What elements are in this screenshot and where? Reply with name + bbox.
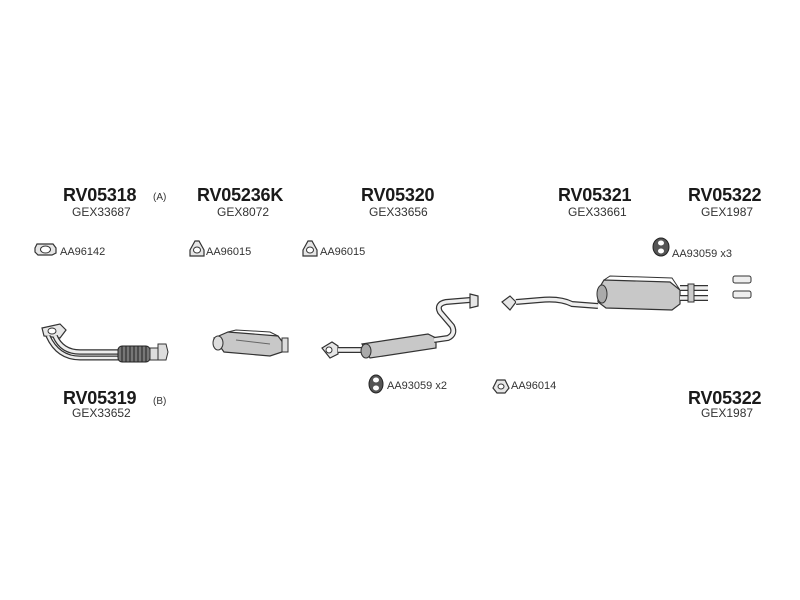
rear-silencer <box>502 276 708 310</box>
reference-gex1987-top: GEX1987 <box>701 205 754 219</box>
reference-gex33661: GEX33661 <box>568 205 627 219</box>
fitting-code-aa96142: AA96142 <box>60 246 106 258</box>
tailpipe-tips <box>733 276 751 298</box>
variant-tag-a: (A) <box>153 192 167 203</box>
fitting-code-aa93059-x3: AA93059 x3 <box>672 248 732 260</box>
gasket-icon <box>35 244 56 255</box>
gasket-icon <box>190 241 204 256</box>
part-number-rv05322-bottom: RV05322 <box>688 388 762 408</box>
part-number-rv05236k: RV05236K <box>197 185 284 205</box>
center-silencer <box>322 294 478 358</box>
reference-gex33687: GEX33687 <box>72 205 131 219</box>
gasket-icon <box>303 241 317 256</box>
part-number-rv05319: RV05319 <box>63 388 137 408</box>
fitting-code-aa93059-x2: AA93059 x2 <box>387 380 447 392</box>
catalytic-converter <box>213 330 288 356</box>
rubber-mount-icon <box>369 375 383 393</box>
fitting-code-aa96015-2: AA96015 <box>320 246 366 258</box>
part-number-rv05320: RV05320 <box>361 185 435 205</box>
part-number-rv05321: RV05321 <box>558 185 632 205</box>
reference-gex1987-bottom: GEX1987 <box>701 406 754 420</box>
fitting-code-aa96015-1: AA96015 <box>206 246 252 258</box>
part-number-rv05322-top: RV05322 <box>688 185 762 205</box>
part-number-rv05318: RV05318 <box>63 185 137 205</box>
front-pipe <box>42 324 168 362</box>
reference-gex33656: GEX33656 <box>369 205 428 219</box>
fitting-code-aa96014: AA96014 <box>511 380 557 392</box>
gasket-icon <box>493 380 509 393</box>
reference-gex33652: GEX33652 <box>72 406 131 420</box>
reference-gex8072: GEX8072 <box>217 205 270 219</box>
rubber-mount-icon <box>653 238 669 256</box>
variant-tag-b: (B) <box>153 396 167 407</box>
